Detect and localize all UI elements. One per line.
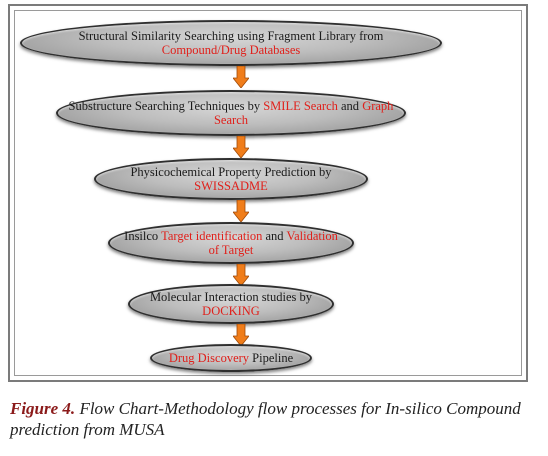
stage-highlight-text: DOCKING bbox=[202, 304, 260, 318]
stage-fragment-similarity-search: Structural Similarity Searching using Fr… bbox=[20, 20, 442, 66]
panel-inner-border bbox=[14, 10, 522, 376]
down-arrow-icon bbox=[233, 66, 249, 88]
stage-drug-discovery-pipeline: Drug Discovery Pipeline bbox=[150, 344, 312, 372]
stage-text-after: of Target bbox=[208, 243, 254, 257]
stage-highlight-text: SWISSADME bbox=[194, 179, 268, 193]
stage-text-before: Molecular Interaction studies by bbox=[149, 290, 313, 304]
stage-highlight-text: Compound/Drug Databases bbox=[161, 43, 301, 57]
stage-substructure-search: Substructure Searching Techniques by SMI… bbox=[56, 90, 406, 136]
stage-text-mid: and bbox=[337, 99, 363, 113]
down-arrow-icon bbox=[233, 200, 249, 222]
stage-highlight-text-2: Graph Search bbox=[213, 99, 394, 127]
stage-physicochemical-prediction: Physicochemical Property Prediction by S… bbox=[94, 158, 368, 200]
stage-text-mid: and bbox=[262, 229, 287, 243]
stage-label: Substructure Searching Techniques by SMI… bbox=[58, 99, 404, 127]
figure-caption-label: Figure 4. bbox=[10, 399, 76, 418]
stage-label: Physicochemical Property Prediction by S… bbox=[130, 165, 331, 193]
stage-target-identification: Insilco Target identification and Valida… bbox=[108, 222, 354, 264]
stage-highlight-text: Drug Discovery bbox=[168, 351, 250, 365]
stage-highlight-text: Target identification bbox=[161, 229, 263, 243]
stage-highlight-text: SMILE Search bbox=[263, 99, 338, 113]
stage-label: Insilco Target identification and Valida… bbox=[124, 229, 338, 257]
stage-text-before: Substructure Searching Techniques by bbox=[68, 99, 264, 113]
stage-text-mid: Pipeline bbox=[249, 351, 294, 365]
stage-highlight-text-2: Validation bbox=[286, 229, 338, 243]
stage-label: Drug Discovery Pipeline bbox=[169, 351, 293, 365]
stage-text-before: Physicochemical Property Prediction by bbox=[130, 165, 332, 179]
down-arrow-icon bbox=[233, 324, 249, 346]
down-arrow-icon bbox=[233, 136, 249, 158]
stage-text-before: Structural Similarity Searching using Fr… bbox=[78, 29, 384, 43]
down-arrow-icon bbox=[233, 264, 249, 286]
figure-caption-text: Flow Chart-Methodology flow processes fo… bbox=[10, 399, 521, 439]
stage-text-before: Insilco bbox=[124, 229, 162, 243]
stage-docking: Molecular Interaction studies by DOCKING bbox=[128, 284, 334, 324]
stage-label: Molecular Interaction studies by DOCKING bbox=[150, 290, 312, 318]
stage-label: Structural Similarity Searching using Fr… bbox=[79, 29, 384, 57]
figure-caption: Figure 4. Flow Chart-Methodology flow pr… bbox=[10, 398, 546, 440]
